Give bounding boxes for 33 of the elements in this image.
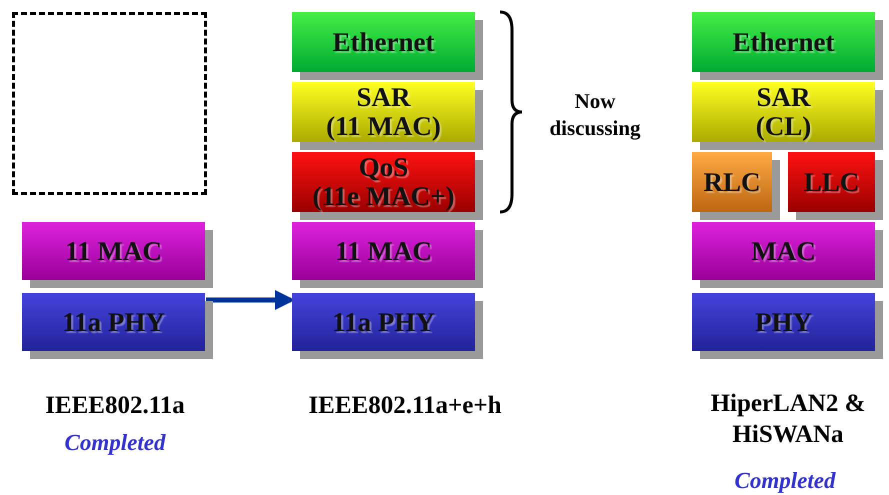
layer-box xyxy=(22,222,205,280)
layer-box xyxy=(292,12,475,72)
layer-label: SAR (11 MAC) xyxy=(326,83,441,141)
status-text: Completed xyxy=(734,467,837,495)
empty-layer-box xyxy=(12,12,207,195)
layer-box xyxy=(22,293,205,351)
layer-label: 11 MAC xyxy=(335,236,432,266)
layer-box xyxy=(292,293,475,351)
layer-label: Ethernet xyxy=(732,28,834,56)
layer-box xyxy=(292,82,475,142)
layer-box xyxy=(692,12,875,72)
layer-label: 11a PHY xyxy=(332,308,435,336)
layer-box xyxy=(692,82,875,142)
layer-box xyxy=(692,293,875,351)
layer-label: Ethernet xyxy=(332,28,434,56)
layer-label: RLC xyxy=(703,168,760,196)
layer-label: 11a PHY xyxy=(62,308,165,336)
layer-label: 11 MAC xyxy=(65,236,162,266)
layer-box xyxy=(692,222,875,280)
layer-box xyxy=(292,222,475,280)
layer-box xyxy=(692,152,772,212)
layer-label: MAC xyxy=(751,236,816,266)
note-text: Now discussing xyxy=(548,88,642,142)
standard-name: HiperLAN2 & HiSWANa xyxy=(710,389,866,450)
layer-label: LLC xyxy=(804,168,860,196)
standard-name: IEEE802.11a+e+h xyxy=(307,391,503,421)
layer-label: SAR (CL) xyxy=(756,83,812,141)
standard-name: IEEE802.11a xyxy=(44,391,186,421)
layer-label: QoS (11e MAC+) xyxy=(312,153,455,211)
layer-box xyxy=(788,152,875,212)
layer-box xyxy=(292,152,475,212)
layer-label: PHY xyxy=(755,308,812,336)
status-text: Completed xyxy=(64,429,167,457)
